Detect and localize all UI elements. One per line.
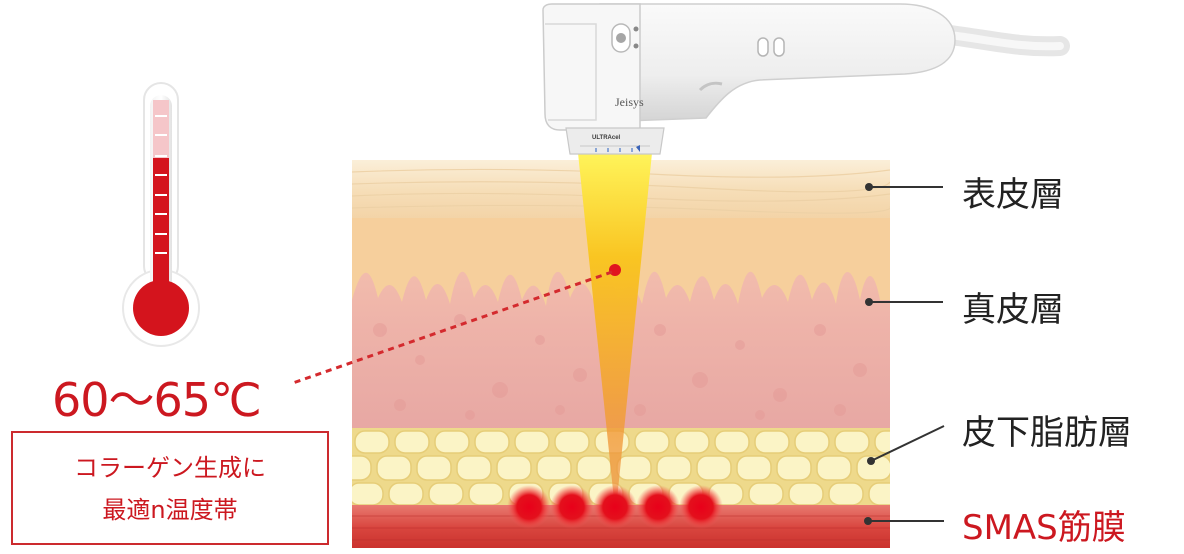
fat-cell: [352, 455, 372, 481]
fat-cell: [788, 482, 824, 506]
fat-cell: [394, 430, 430, 454]
thermometer-icon: [122, 82, 200, 347]
label-smas: SMAS筋膜: [962, 508, 1126, 548]
fat-cell: [736, 455, 772, 481]
fat-cell: [776, 455, 812, 481]
brand-logo-text: Jeisys: [615, 95, 644, 109]
fat-cell: [874, 430, 890, 454]
label-leaders: [864, 183, 945, 525]
fat-cell: [616, 455, 652, 481]
label-dermis: 真皮層: [962, 290, 1064, 330]
temperature-leader-line: [289, 270, 613, 386]
fat-cell: [576, 455, 612, 481]
fat-cell: [828, 482, 864, 506]
heat-point: [679, 485, 723, 529]
probe-label: ULTRAcel: [592, 135, 621, 141]
fat-cell: [656, 455, 692, 481]
label-subcutaneous-fat: 皮下脂肪層: [962, 413, 1132, 453]
fat-cell: [634, 430, 670, 454]
fat-cell: [554, 430, 590, 454]
fat-cell: [416, 455, 452, 481]
fat-cell: [428, 482, 464, 506]
fat-cell: [748, 482, 784, 506]
temperature-label: 60〜65℃: [52, 373, 262, 427]
fat-cell: [714, 430, 750, 454]
label-epidermis: 表皮層: [962, 175, 1064, 215]
fat-cell: [514, 430, 550, 454]
ultrasound-beam: [578, 153, 652, 500]
probe-cartridge: [565, 127, 665, 155]
fat-cell: [496, 455, 532, 481]
handle-button-icon: [757, 37, 769, 57]
fat-cell: [794, 430, 830, 454]
handpiece: ULTRAcel Jeisys: [542, 3, 1070, 155]
fat-cell: [354, 430, 390, 454]
fat-cell: [754, 430, 790, 454]
fat-cell: [868, 482, 890, 506]
fat-cell: [456, 455, 492, 481]
fat-cell: [696, 455, 732, 481]
thermometer-fill: [153, 156, 169, 303]
fat-cell: [834, 430, 870, 454]
collagen-temperature-box: コラーゲン生成に 最適n温度帯: [11, 431, 329, 545]
fat-cell: [816, 455, 852, 481]
heat-point: [636, 485, 680, 529]
fat-cell: [434, 430, 470, 454]
fat-cell: [856, 455, 890, 481]
box-line-2: 最適n温度帯: [102, 496, 238, 524]
heat-point: [550, 485, 594, 529]
focal-point-dot: [609, 264, 621, 276]
fat-cell: [352, 482, 384, 506]
box-line-1: コラーゲン生成に: [74, 454, 266, 482]
heat-point: [507, 485, 551, 529]
fat-cell: [388, 482, 424, 506]
heat-point: [593, 485, 637, 529]
smas-heat-points: [507, 485, 723, 529]
fat-cell: [468, 482, 504, 506]
fat-cell: [474, 430, 510, 454]
handle-button-icon: [773, 37, 785, 57]
fat-cell: [674, 430, 710, 454]
fat-cell: [376, 455, 412, 481]
fat-cell: [536, 455, 572, 481]
